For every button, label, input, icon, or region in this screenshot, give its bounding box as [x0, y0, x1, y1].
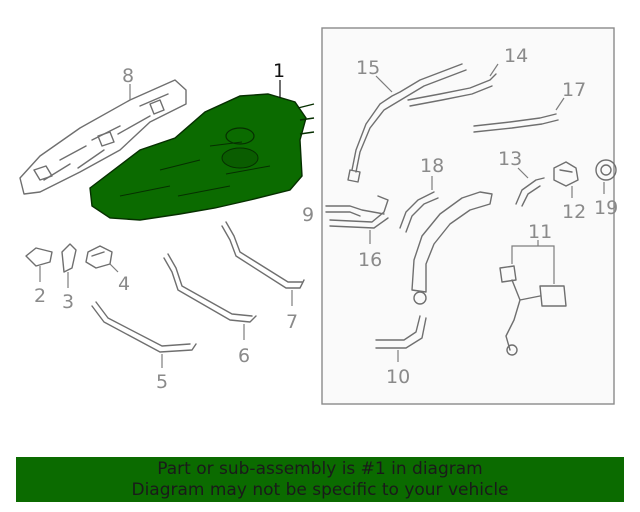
- callout-17: 17: [562, 79, 586, 101]
- filler-neck-part[interactable]: [411, 191, 493, 293]
- callout-15: 15: [356, 57, 380, 79]
- callout-11: 11: [528, 221, 552, 243]
- callout-2: 2: [34, 285, 46, 307]
- hose-part-18[interactable]: [399, 191, 439, 233]
- hose-part-13[interactable]: [515, 177, 545, 207]
- callout-5: 5: [156, 371, 168, 393]
- leader-line-17: [555, 97, 565, 111]
- callout-9: 9: [302, 204, 314, 226]
- callout-7: 7: [286, 311, 298, 333]
- callout-18: 18: [420, 155, 444, 177]
- fuel-cap-part[interactable]: [595, 159, 617, 181]
- tube-part-14[interactable]: [407, 73, 497, 107]
- tube-part-16[interactable]: [329, 195, 389, 229]
- filler-neck-ring: [413, 291, 427, 305]
- leader-line-15: [375, 75, 393, 93]
- info-banner: Part or sub-assembly is #1 in diagram Di…: [16, 457, 624, 502]
- callout-6: 6: [238, 345, 250, 367]
- banner-line-1: Part or sub-assembly is #1 in diagram: [157, 458, 483, 479]
- callout-8: 8: [122, 65, 134, 87]
- leader-line-13: [517, 167, 529, 179]
- valve-part-12[interactable]: [553, 161, 579, 187]
- tube-end-15: [347, 169, 361, 183]
- callout-3: 3: [62, 291, 74, 313]
- bracket-part[interactable]: [61, 243, 77, 273]
- callout-14: 14: [504, 45, 528, 67]
- fuel-tank-part[interactable]: [89, 93, 315, 221]
- tube-part-9[interactable]: [325, 205, 385, 217]
- hose-part-10[interactable]: [375, 315, 427, 349]
- leader-line-14: [489, 63, 499, 77]
- callout-19: 19: [594, 197, 618, 219]
- leader-bracket-11: [511, 245, 555, 284]
- callout-16: 16: [358, 249, 382, 271]
- callout-12: 12: [562, 201, 586, 223]
- tube-part-15[interactable]: [351, 63, 467, 173]
- pad-part[interactable]: [25, 247, 53, 267]
- sensor-part[interactable]: [85, 245, 113, 269]
- heat-shield-part[interactable]: [19, 79, 187, 195]
- callout-4: 4: [118, 273, 130, 295]
- strap-part-7[interactable]: [221, 221, 305, 289]
- callout-13: 13: [498, 148, 522, 170]
- strap-part-6[interactable]: [163, 253, 257, 323]
- leader-line-4: [109, 263, 119, 273]
- banner-line-2: Diagram may not be specific to your vehi…: [131, 479, 509, 500]
- hose-part-17[interactable]: [473, 113, 559, 133]
- strap-part-5[interactable]: [91, 301, 197, 353]
- callout-10: 10: [386, 366, 410, 388]
- sub-assembly-box: [321, 27, 615, 405]
- canister-assembly-part[interactable]: [499, 265, 567, 356]
- callout-1: 1: [273, 60, 285, 82]
